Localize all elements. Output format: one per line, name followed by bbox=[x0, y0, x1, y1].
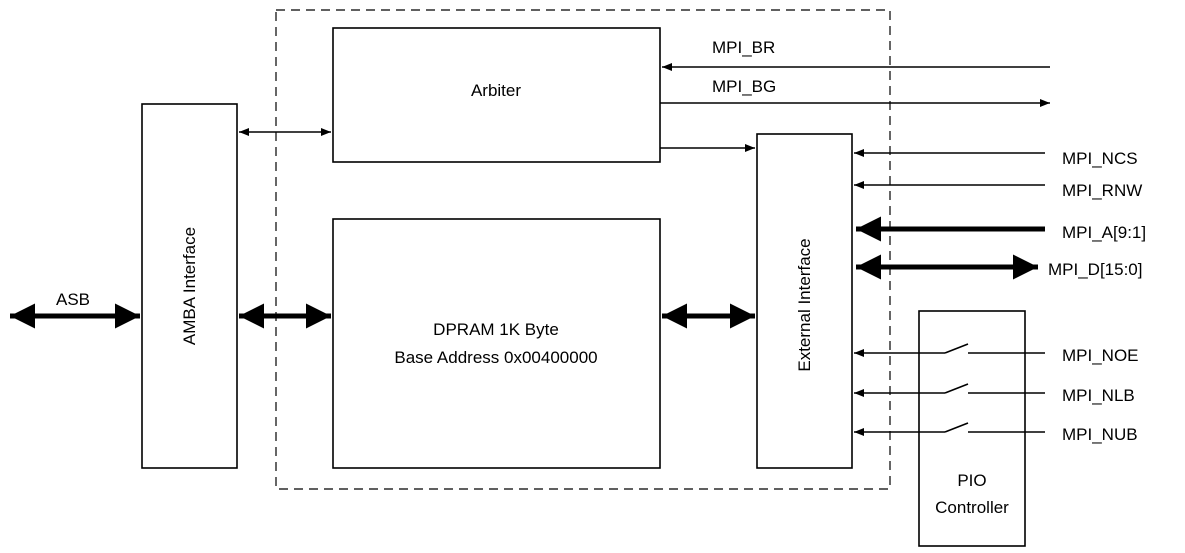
mpi-boundary bbox=[275, 9, 891, 490]
pio-controller-block bbox=[918, 310, 1026, 547]
mpi-a-label: MPI_A[9:1] bbox=[1062, 223, 1146, 242]
amba-interface-label: AMBA Interface bbox=[180, 227, 199, 345]
arbiter-block bbox=[332, 27, 661, 163]
mpi-noe-line bbox=[854, 343, 1045, 357]
mpi-nub-line bbox=[854, 422, 1045, 436]
mpi-nlb-line bbox=[854, 383, 1045, 397]
mpi-nub-label: MPI_NUB bbox=[1062, 425, 1138, 444]
mpi-d-label: MPI_D[15:0] bbox=[1048, 260, 1143, 279]
mpi-rnw-label: MPI_RNW bbox=[1062, 181, 1142, 200]
arbiter-label: Arbiter bbox=[471, 81, 521, 100]
pio-label-line1: PIO bbox=[957, 471, 986, 490]
dpram-label-line1: DPRAM 1K Byte bbox=[433, 320, 559, 339]
mpi-bg-label: MPI_BG bbox=[712, 77, 776, 96]
mpi-br-label: MPI_BR bbox=[712, 38, 775, 57]
dpram-label-line2: Base Address 0x00400000 bbox=[394, 348, 597, 367]
mpi-noe-label: MPI_NOE bbox=[1062, 346, 1139, 365]
pio-label-line2: Controller bbox=[935, 498, 1009, 517]
amba-interface-block bbox=[141, 103, 238, 469]
external-interface-block bbox=[756, 133, 853, 469]
asb-label: ASB bbox=[56, 290, 90, 309]
mpi-ncs-label: MPI_NCS bbox=[1062, 149, 1138, 168]
external-interface-label: External Interface bbox=[795, 238, 814, 371]
mpi-nlb-label: MPI_NLB bbox=[1062, 386, 1135, 405]
dpram-block bbox=[332, 218, 661, 469]
